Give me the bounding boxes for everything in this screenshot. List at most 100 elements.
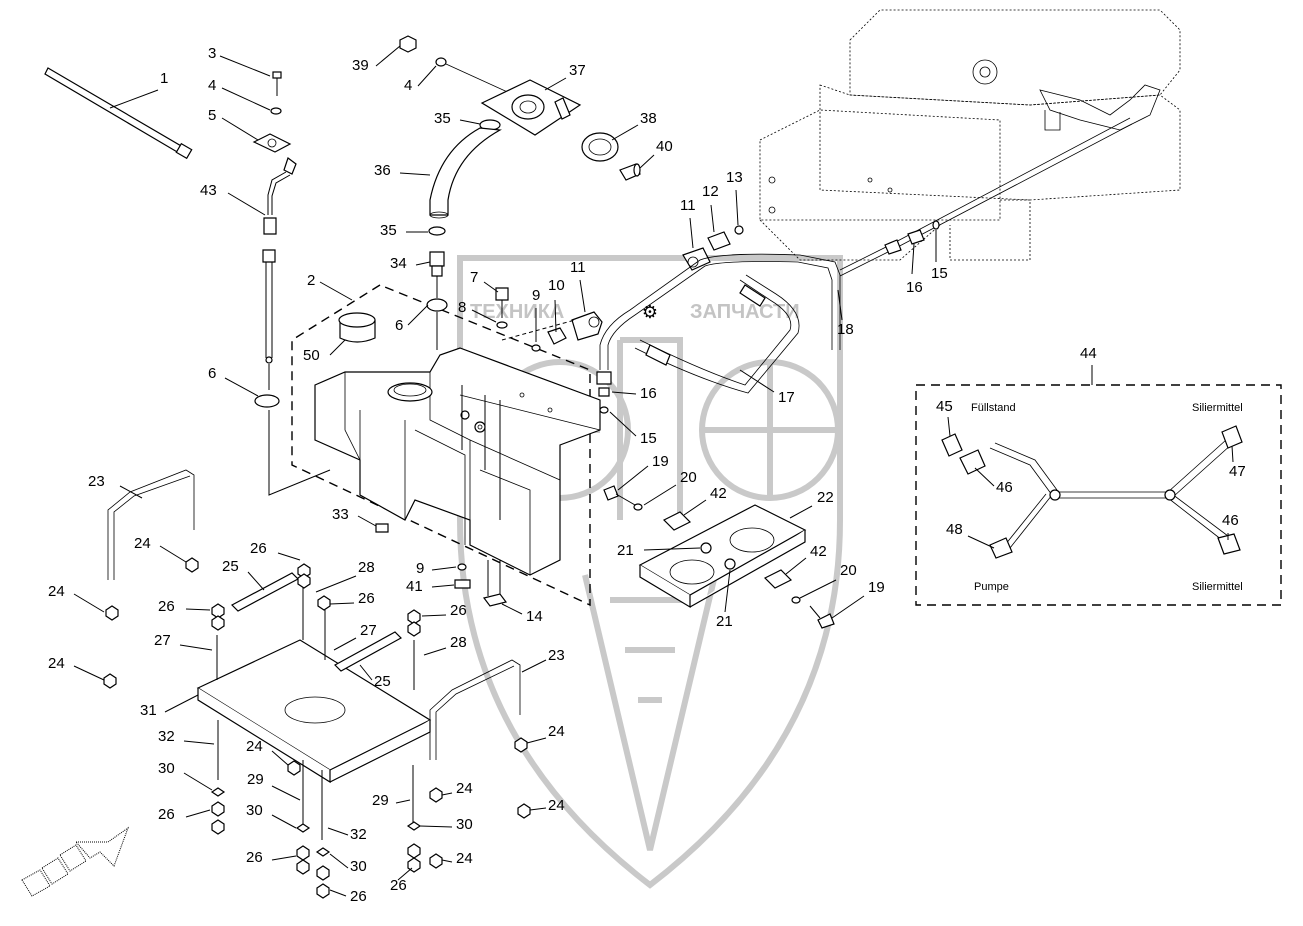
inset-border [915,384,1282,606]
callout-32: 32 [350,826,367,843]
plug-33 [375,523,389,533]
leader-line [333,637,357,651]
elbow-11b [682,247,711,271]
watermark-text-left: ТЕХНИКА [470,301,564,323]
nipple-12 [707,231,731,251]
callout-35: 35 [434,110,451,127]
callout-23: 23 [548,647,565,664]
callout-10: 10 [548,277,565,294]
callout-26: 26 [246,849,263,866]
callout-24: 24 [48,583,65,600]
callout-16: 16 [906,279,923,296]
leader-line [227,192,266,216]
leader-line [710,204,715,233]
leader-line [529,807,547,811]
bolt-40 [619,163,641,181]
leader-line [397,867,413,881]
leader-line [441,792,453,796]
leader-line [159,545,187,563]
label-siliermittel-bottom: Siliermittel [1192,581,1243,593]
callout-6: 6 [208,365,216,382]
leader-line [611,124,639,141]
seal-15 [932,220,940,230]
callout-46: 46 [1222,512,1239,529]
flange-42 [662,511,793,589]
tank [314,347,601,576]
callout-1: 1 [160,70,168,87]
callout-33: 33 [332,506,349,523]
wiring-inset-44: Füllstand Siliermittel Pumpe Siliermitte… [915,345,1282,606]
leader-line [221,87,271,111]
callout-6: 6 [395,317,403,334]
callout-25: 25 [222,558,239,575]
leader-line [501,603,523,615]
callout-26: 26 [390,877,407,894]
leader-line [459,119,481,125]
nut-21 [700,542,712,554]
callout-39: 39 [352,57,369,74]
callout-14: 14 [526,608,543,625]
callout-4: 4 [208,77,216,94]
u-bracket-23 [107,469,521,760]
plug-41 [454,579,471,589]
leader-line [164,694,199,713]
leader-line [683,499,707,516]
leader-line [837,289,843,321]
callout-20: 20 [680,469,697,486]
leader-line [1231,445,1234,463]
fitting-34 [429,251,445,277]
callout-18: 18 [837,321,854,338]
screw-19 [603,485,835,629]
callout-27: 27 [154,632,171,649]
leader-line [73,665,105,681]
callout-29: 29 [247,771,264,788]
leader-line [185,608,211,611]
leader-line [431,584,455,588]
callout-41: 41 [406,578,423,595]
flange-5 [252,133,292,153]
leader-line [179,644,213,651]
callout-30: 30 [456,816,473,833]
gasket-6 [254,394,280,408]
callout-27: 27 [360,622,377,639]
frame-plate-31 [196,639,432,784]
leader-line [327,827,349,836]
leader-line [441,859,453,863]
leader-line [271,814,297,829]
callout-31: 31 [140,702,157,719]
leader-line [609,411,637,437]
callout-46: 46 [996,479,1013,496]
leader-line [224,377,259,397]
direction-arrow-icon [21,826,130,897]
leader-line [329,853,349,869]
leader-line [399,172,431,176]
callout-28: 28 [358,559,375,576]
callout-26: 26 [250,540,267,557]
leader-line [617,465,649,491]
seal-13 [734,225,744,235]
pump-plate-22 [638,504,807,609]
leader-line [375,45,401,67]
leader-line [221,117,259,141]
callout-20: 20 [840,562,857,579]
union-16b [596,371,612,397]
seal-9 [531,344,541,352]
callout-34: 34 [390,255,407,272]
cap-plate-37 [480,79,582,136]
callout-26: 26 [350,888,367,905]
callout-35: 35 [380,222,397,239]
callout-50: 50 [303,347,320,364]
hose-18 [839,117,1133,277]
ring-38 [581,132,619,162]
leader-line [277,552,301,561]
washer-20 [633,503,643,511]
callout-45: 45 [936,398,953,415]
label-fuellstand: Füllstand [971,402,1016,414]
leader-line [315,575,357,593]
wiring-harness [941,425,1243,559]
nipple-10 [547,327,567,345]
leader-line [183,772,213,791]
